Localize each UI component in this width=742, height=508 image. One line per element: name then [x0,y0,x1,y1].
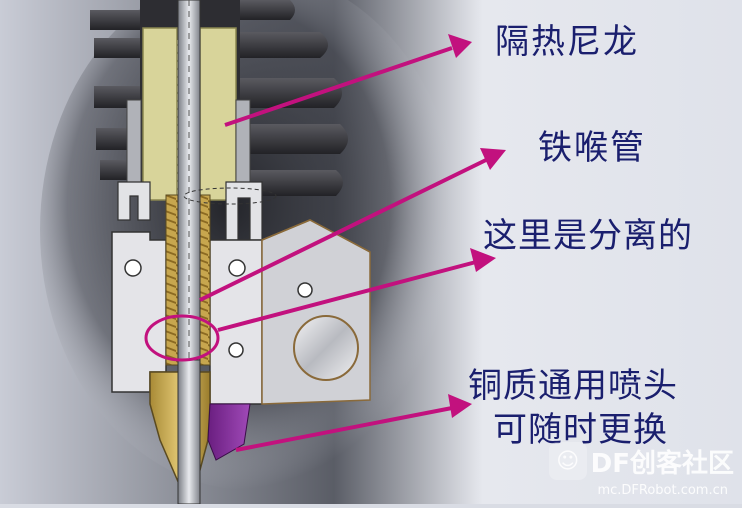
label-iron-throat-tube: 铁喉管 [538,128,646,168]
separation-highlight [144,314,220,362]
label-brass-nozzle: 铜质通用喷头 [468,366,678,406]
callout-arrows [199,34,506,452]
purple-nozzle [207,403,251,461]
mount-screws [117,99,263,241]
watermark-url: mc.DFRobot.com.cn [597,483,728,498]
robot-logo-icon: ☺ [548,442,587,480]
label-insulating-nylon: 隔热尼龙 [495,22,639,62]
watermark: ☺ DF创客社区 [548,442,734,480]
label-separated-here: 这里是分离的 [483,216,693,256]
label-replaceable-anytime: 可随时更换 [493,410,668,450]
watermark-text: DF创客社区 [590,448,734,479]
